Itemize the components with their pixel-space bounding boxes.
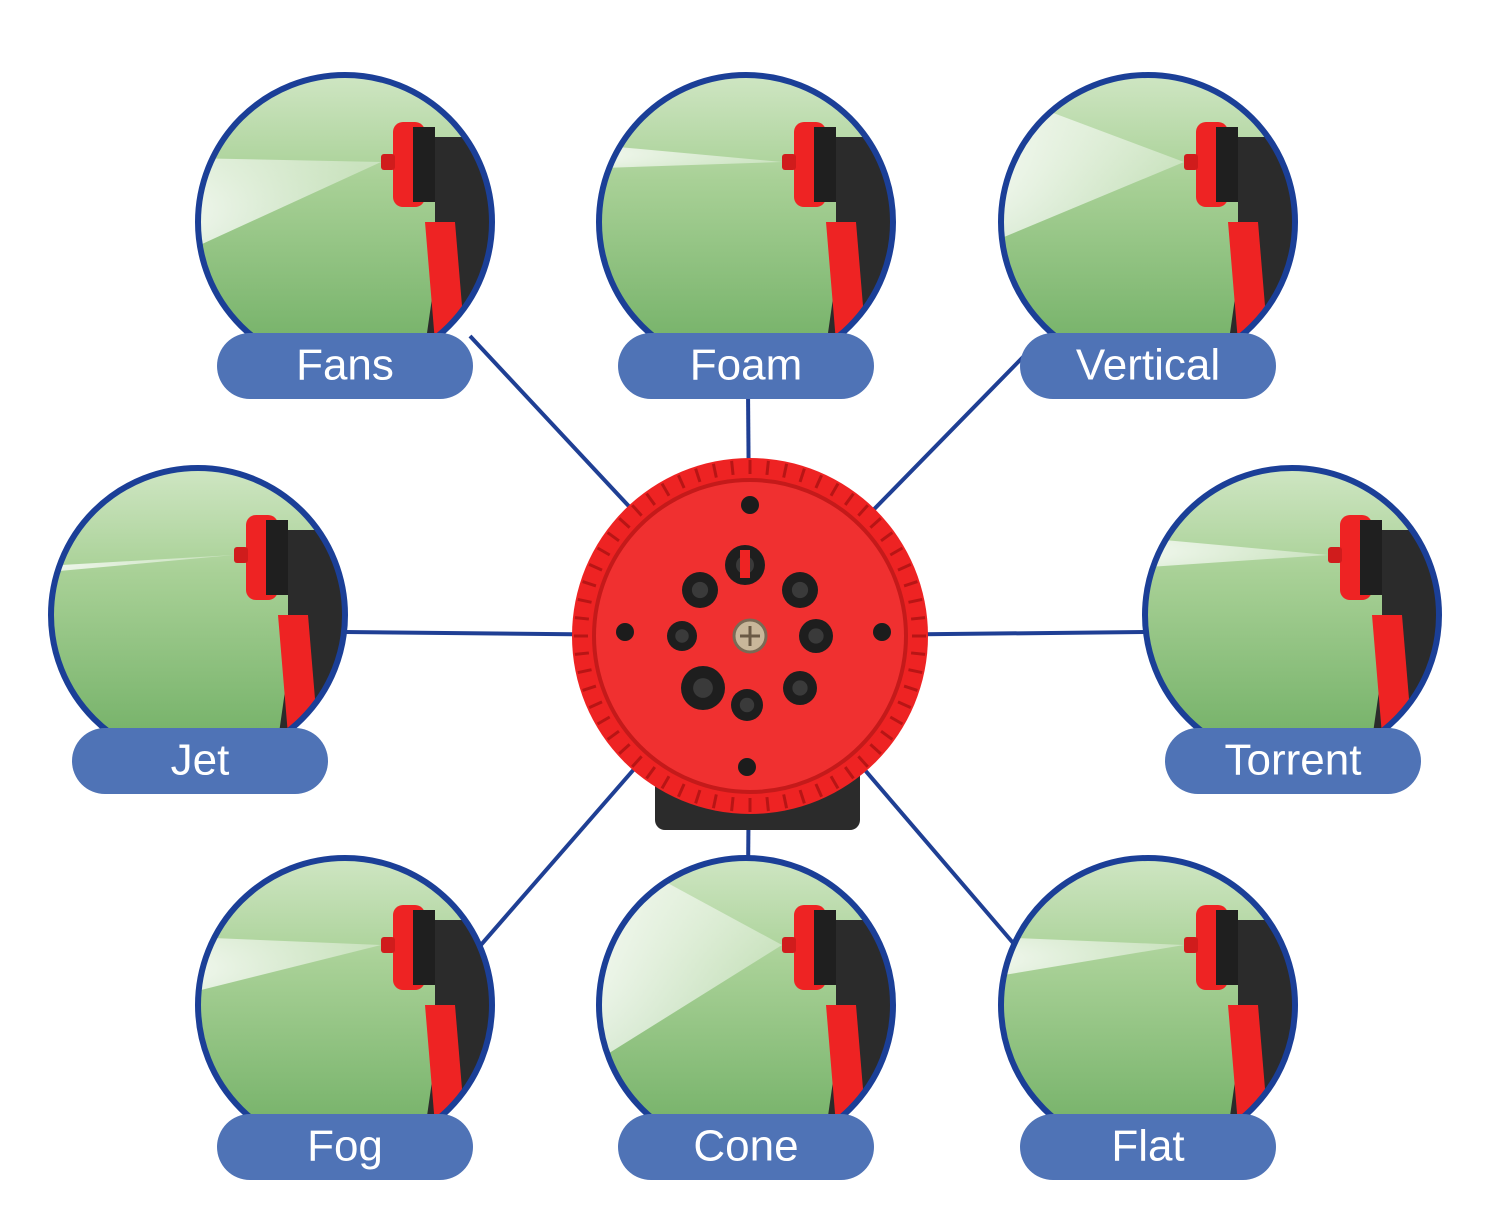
mode-label-vertical: Vertical — [1076, 341, 1220, 390]
mode-label-jet: Jet — [171, 736, 230, 785]
mode-label-pill-fog — [217, 1114, 473, 1180]
mode-label-pill-jet — [72, 728, 328, 794]
mode-node-jet: Jet — [48, 465, 348, 794]
mode-label-flat: Flat — [1111, 1122, 1184, 1171]
mode-node-cone: Cone — [596, 855, 896, 1180]
mode-node-torrent: Torrent — [1142, 465, 1442, 794]
mode-label-pill-flat — [1020, 1114, 1276, 1180]
mode-label-pill-torrent — [1165, 728, 1421, 794]
mode-node-flat: Flat — [998, 855, 1298, 1180]
spray-photo-jet — [51, 468, 345, 762]
mode-label-foam: Foam — [690, 341, 802, 390]
spray-photo-fog — [198, 858, 492, 1152]
mode-label-torrent: Torrent — [1225, 736, 1362, 785]
spray-photo-torrent — [1145, 468, 1439, 762]
mode-label-fans: Fans — [296, 341, 394, 390]
mode-node-foam: Foam — [596, 72, 896, 399]
spray-photo-fans — [198, 75, 492, 369]
spray-photo-vertical — [1001, 75, 1295, 369]
mode-node-fans: Fans — [195, 72, 495, 399]
nozzle-dial-icon — [572, 458, 928, 830]
spray-nozzle-icon — [234, 515, 345, 740]
mode-node-fog: Fog — [195, 855, 495, 1180]
spray-photo-foam — [599, 75, 893, 369]
mode-label-fog: Fog — [307, 1122, 383, 1171]
mode-label-pill-foam — [618, 333, 874, 399]
mode-node-vertical: Vertical — [998, 72, 1298, 399]
mode-label-cone: Cone — [693, 1122, 798, 1171]
spray-photo-cone — [599, 858, 893, 1152]
mode-label-pill-fans — [217, 333, 473, 399]
spray-photo-flat — [1001, 858, 1295, 1152]
mode-label-pill-cone — [618, 1114, 874, 1180]
mode-label-pill-vertical — [1020, 333, 1276, 399]
